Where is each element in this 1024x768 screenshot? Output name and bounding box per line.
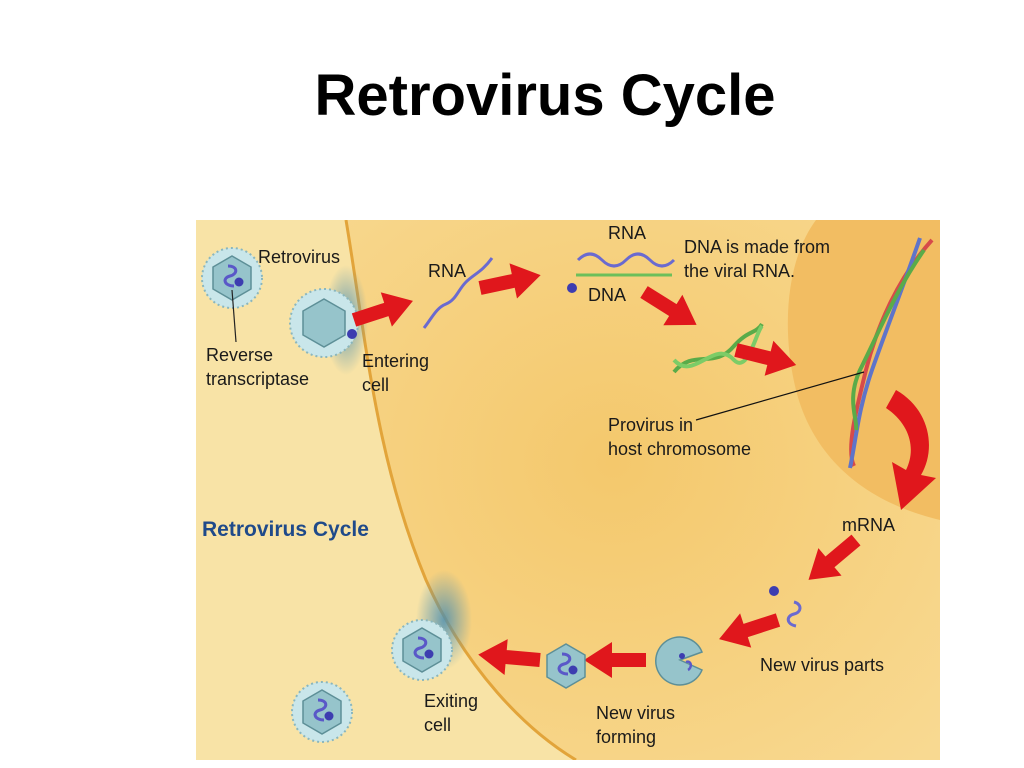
- label-dna: DNA: [588, 285, 627, 305]
- label-entering: Entering: [362, 351, 430, 371]
- retrovirus-icon: [200, 246, 264, 310]
- enzyme-dot-2-icon: [567, 283, 577, 293]
- provirus-pointer: [695, 371, 865, 421]
- released-virus-icon: [290, 680, 354, 744]
- retrovirus-cycle-diagram: Retrovirus Reverse transcriptase Enterin…: [196, 220, 940, 760]
- enzyme-dot-icon: [347, 329, 357, 339]
- rna-strand-icon: [422, 257, 494, 329]
- viral-rna-part-icon: [786, 600, 802, 628]
- dsdna-icon: [672, 322, 764, 374]
- label-reverse: Reverse: [206, 345, 274, 365]
- rna-template-icon: [576, 252, 676, 268]
- arrow-5-icon: [886, 390, 936, 510]
- label-dna-made-2: the viral RNA.: [684, 261, 796, 281]
- reverse-transcriptase-pointer: [231, 289, 237, 343]
- label-provirus-1: Provirus in: [608, 415, 694, 435]
- slide-title: Retrovirus Cycle: [314, 63, 776, 128]
- label-dna-made-1: DNA is made from: [684, 237, 831, 257]
- diagram-canvas: [196, 220, 940, 760]
- label-mrna: mRNA: [842, 515, 895, 535]
- entering-virus-icon: [289, 288, 359, 358]
- forming-virus-icon: [546, 643, 586, 689]
- label-retrovirus: Retrovirus: [258, 247, 341, 267]
- exiting-virus-icon: [390, 618, 454, 682]
- label-forming: forming: [596, 727, 657, 747]
- host-chromosome-icon: [848, 237, 934, 469]
- protein-dot-icon: [769, 586, 779, 596]
- label-exiting-cell: cell: [424, 715, 452, 735]
- nucleus: [787, 220, 940, 520]
- label-transcriptase: transcriptase: [206, 369, 310, 389]
- label-new-virus-parts: New virus parts: [760, 655, 885, 675]
- label-entering-cell: cell: [362, 375, 390, 395]
- label-rna-2: RNA: [608, 223, 647, 243]
- diagram-caption: Retrovirus Cycle: [202, 518, 369, 541]
- label-exiting: Exiting: [424, 691, 479, 711]
- label-provirus-2: host chromosome: [608, 439, 752, 459]
- label-rna-1: RNA: [428, 261, 467, 281]
- assembling-capsid-icon: [655, 636, 703, 686]
- label-new-virus: New virus: [596, 703, 676, 723]
